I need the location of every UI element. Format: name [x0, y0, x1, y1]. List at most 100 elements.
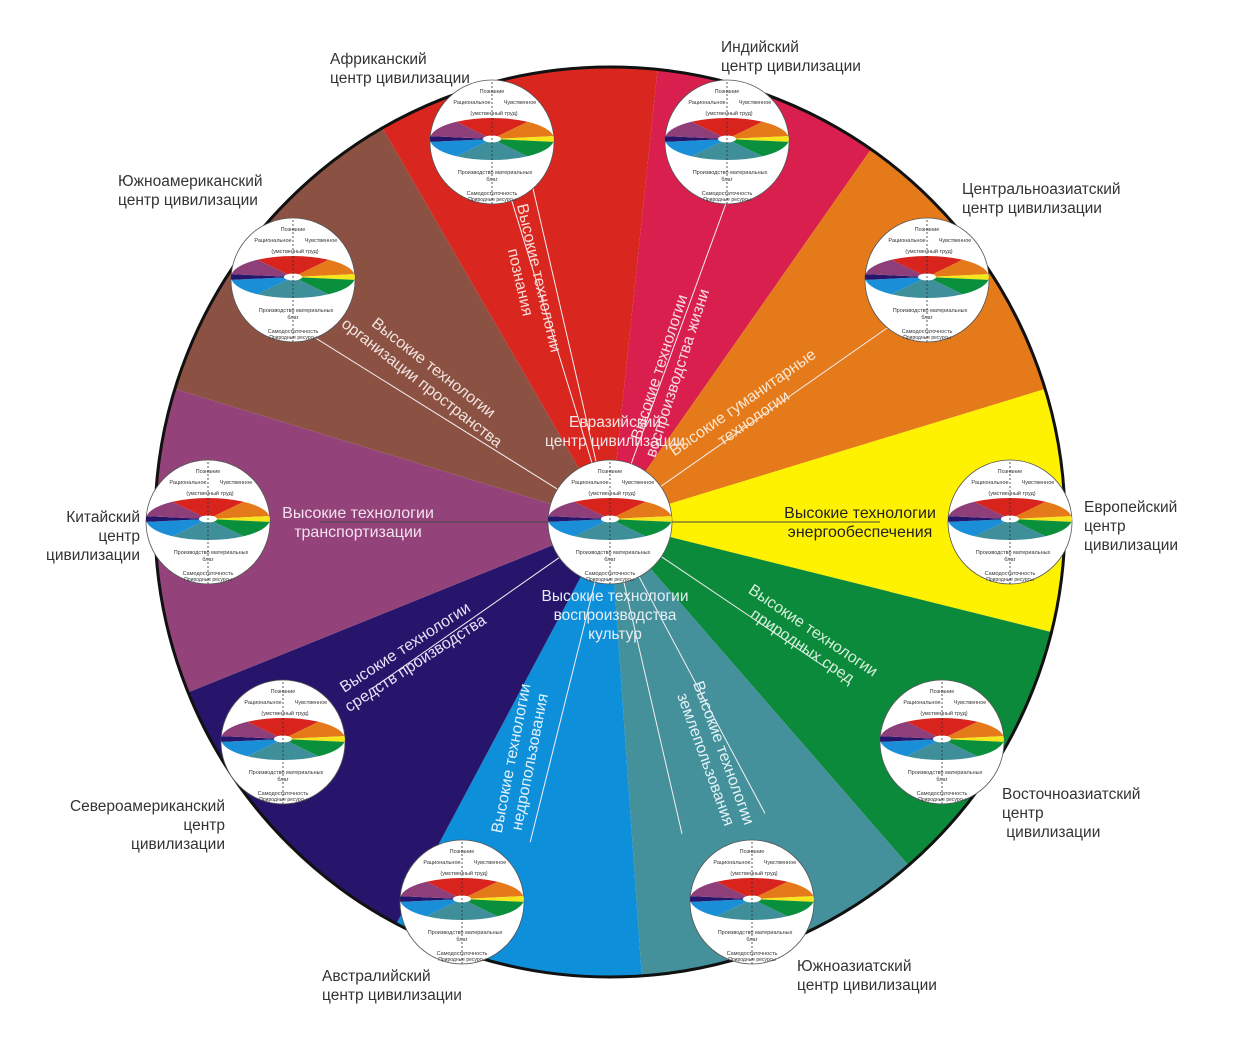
mini-wheel-text: Познание [915, 227, 940, 233]
mini-slice [231, 277, 293, 295]
mini-slice [610, 516, 672, 522]
mini-wheel-text: Чувственное [220, 480, 253, 486]
divider-line [659, 555, 826, 668]
mini-slice [247, 718, 319, 739]
mini-slice [927, 277, 989, 295]
mini-wheel-text: Самодостаточность [917, 791, 968, 797]
mini-wheel-text: Чувственное [1022, 480, 1055, 486]
mini-wheel-text: Рациональное [688, 100, 725, 106]
mini-slice [172, 519, 244, 540]
mini-slice [865, 274, 927, 280]
mini-wheel-text: Познание [715, 89, 740, 95]
divider-line [658, 303, 922, 488]
mini-slice [430, 136, 492, 142]
mini-slice [1010, 516, 1072, 522]
mini-slice [574, 498, 646, 519]
mini-slice [865, 259, 927, 277]
mini-wheel-text: благ [486, 177, 497, 183]
label-european: Европейский центр цивилизации [1084, 499, 1179, 554]
mini-slice [716, 899, 788, 920]
mini-wheel-text: благ [202, 557, 213, 563]
mini-wheel-text: Самодостаточность [467, 191, 518, 197]
mini-wheel-text: Производство материальных [174, 550, 249, 556]
mini-slice [456, 118, 528, 139]
mini-wheel-text: Самодостаточность [258, 791, 309, 797]
mini-slice [257, 277, 329, 298]
mini-slice [610, 519, 672, 537]
mini-slice [727, 121, 789, 139]
mini-slice [610, 501, 672, 519]
mini-wheel-text: Рациональное [254, 238, 291, 244]
mini-slice [891, 256, 963, 277]
mini-wheel-text: Производство материальных [976, 550, 1051, 556]
mini-wheel-text: Чувственное [739, 100, 772, 106]
mini-wheel-text: Чувственное [939, 238, 972, 244]
mini-wheel-text: Познание [196, 469, 221, 475]
mini-wheel-text: Производство материальных [908, 770, 983, 776]
mini-wheel-text: Рациональное [713, 860, 750, 866]
label-australian: Австралийский центр цивилизации [322, 968, 462, 1004]
mini-slice [208, 519, 270, 537]
mini-slice [400, 899, 462, 917]
mini-slice [456, 139, 528, 160]
mini-wheel-text: Чувственное [504, 100, 537, 106]
divider-line [623, 580, 683, 834]
mini-slice [716, 878, 788, 899]
mini-slice [426, 878, 498, 899]
tech-label-line1: Высокие технологии [784, 505, 936, 522]
mini-wheel-text: Чувственное [954, 700, 987, 706]
mini-wheel-text: (умственный труд) [186, 490, 233, 497]
mini-slice [727, 136, 789, 142]
label-indian: Индийский центр цивилизации [721, 39, 861, 75]
mini-wheel-text: Производство материальных [576, 550, 651, 556]
mini-slice [752, 881, 814, 899]
mini-slice [665, 121, 727, 139]
mini-wheel-text: Чувственное [295, 700, 328, 706]
mini-slice [974, 519, 1046, 540]
mini-slice [426, 899, 498, 920]
mini-wheel-text: Познание [740, 849, 765, 855]
label-south-asian: Южноазиатский центр цивилизации [797, 958, 937, 994]
mini-wheel-text: Чувственное [474, 860, 507, 866]
mini-wheel-text: (умственный труд) [271, 248, 318, 255]
mini-wheel-text: (умственный труд) [920, 710, 967, 717]
mini-slice [146, 501, 208, 519]
divider-line [528, 171, 597, 464]
mini-wheel-text: (умственный труд) [705, 110, 752, 117]
mini-slice [880, 721, 942, 739]
mini-slice [665, 136, 727, 142]
mini-slice [690, 899, 752, 917]
mini-wheel-text: Производство материальных [249, 770, 324, 776]
mini-slice [208, 501, 270, 519]
mini-slice [492, 121, 554, 139]
mini-wheel-text: Самодостаточность [702, 191, 753, 197]
mini-slice [400, 881, 462, 899]
mini-wheel-text: Природные ресурсы [438, 957, 486, 963]
mini-slice [891, 277, 963, 298]
mini-slice [691, 139, 763, 160]
divider-line [372, 556, 562, 689]
mini-slice [1010, 519, 1072, 537]
mini-wheel-text: Рациональное [169, 480, 206, 486]
mini-wheel-text: Производство материальных [693, 170, 768, 176]
mini-wheel-text: благ [721, 177, 732, 183]
mini-slice [231, 259, 293, 277]
mini-wheel-text: Производство материальных [458, 170, 533, 176]
mini-slice [752, 896, 814, 902]
mini-slice [942, 739, 1004, 757]
mini-slice [221, 736, 283, 742]
mini-wheel-text: Производство материальных [428, 930, 503, 936]
mini-wheel-text: Рациональное [903, 700, 940, 706]
mini-wheel-text: Познание [998, 469, 1023, 475]
mini-wheel-text: Рациональное [888, 238, 925, 244]
mini-wheel-text: Рациональное [453, 100, 490, 106]
mini-slice [257, 256, 329, 277]
mini-wheel-text: (умственный труд) [440, 870, 487, 877]
mini-wheel-text: Познание [598, 469, 623, 475]
mini-slice [880, 736, 942, 742]
